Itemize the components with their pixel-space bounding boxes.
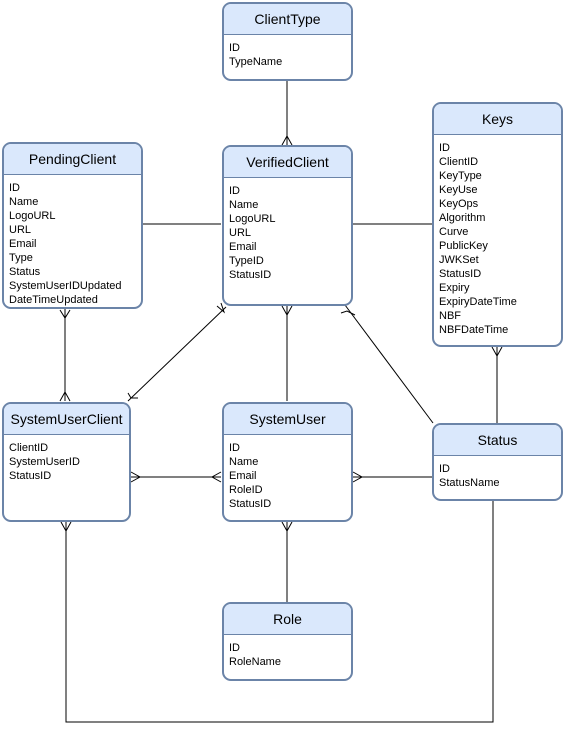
entity-status[interactable]: Status ID StatusName bbox=[432, 423, 563, 501]
entity-field: Algorithm bbox=[439, 212, 486, 224]
entity-field-list: ID StatusName bbox=[434, 456, 561, 490]
crowfoot-marker bbox=[127, 392, 138, 399]
entity-field: PublicKey bbox=[439, 240, 488, 252]
crowfoot-marker bbox=[281, 134, 293, 146]
entity-field: Name bbox=[229, 456, 259, 468]
entity-field-list: ID RoleName bbox=[224, 635, 351, 669]
entity-field-list: ID Name LogoURL URL Email Type Status Sy… bbox=[4, 175, 141, 307]
entity-field: ExpiryDateTime bbox=[439, 296, 517, 308]
entity-field: URL bbox=[9, 224, 32, 236]
entity-field: Name bbox=[9, 196, 39, 208]
entity-field: Name bbox=[229, 199, 259, 211]
entity-field: Email bbox=[229, 241, 257, 253]
edge-verifiedclient-systemuserclient bbox=[127, 306, 227, 402]
entity-field: StatusName bbox=[439, 477, 500, 489]
entity-field: TypeID bbox=[229, 255, 264, 267]
entity-field: TypeName bbox=[229, 56, 283, 68]
crowfoot-marker bbox=[491, 346, 503, 358]
entity-field: NBF bbox=[439, 310, 461, 322]
entity-field: Status bbox=[9, 266, 41, 278]
entity-field: URL bbox=[229, 227, 252, 239]
entity-title: ClientType bbox=[224, 4, 351, 35]
crowfoot-marker bbox=[130, 471, 142, 483]
crowfoot-marker bbox=[60, 521, 72, 533]
entity-field-list: ID Name LogoURL URL Email TypeID StatusI… bbox=[224, 178, 351, 282]
entity-field: Expiry bbox=[439, 282, 470, 294]
entity-title: SystemUserClient bbox=[4, 404, 129, 435]
entity-field: ID bbox=[229, 42, 240, 54]
crowfoot-marker bbox=[281, 521, 293, 533]
entity-field: SystemUserIDUpdated bbox=[9, 280, 122, 292]
crowfoot-marker bbox=[216, 302, 226, 314]
entity-field: ID bbox=[229, 642, 240, 654]
entity-field: Type bbox=[9, 252, 33, 264]
entity-field: JWKSet bbox=[439, 254, 479, 266]
entity-field: Email bbox=[9, 238, 37, 250]
entity-field: KeyType bbox=[439, 170, 482, 182]
entity-keys[interactable]: Keys ID ClientID KeyType KeyUse KeyOps A… bbox=[432, 102, 563, 347]
entity-field: SystemUserID bbox=[9, 456, 80, 468]
entity-title: Role bbox=[224, 604, 351, 635]
entity-title: PendingClient bbox=[4, 144, 141, 175]
entity-verifiedclient[interactable]: VerifiedClient ID Name LogoURL URL Email… bbox=[222, 145, 353, 306]
entity-systemuser[interactable]: SystemUser ID Name Email RoleID StatusID bbox=[222, 402, 353, 522]
entity-field: Email bbox=[229, 470, 257, 482]
entity-field: StatusID bbox=[229, 498, 272, 510]
entity-role[interactable]: Role ID RoleName bbox=[222, 602, 353, 681]
entity-field: RoleName bbox=[229, 656, 281, 668]
entity-title: VerifiedClient bbox=[224, 147, 351, 178]
edge-status-systemuserclient bbox=[65, 501, 494, 723]
entity-field: DateTimeUpdated bbox=[9, 294, 98, 306]
entity-field: ID bbox=[439, 142, 450, 154]
entity-field: ID bbox=[229, 185, 240, 197]
entity-field: StatusID bbox=[9, 470, 52, 482]
entity-field: ClientID bbox=[439, 156, 479, 168]
edge-verifiedclient-status bbox=[344, 304, 434, 424]
entity-field-list: ID TypeName bbox=[224, 35, 351, 69]
entity-title: Status bbox=[434, 425, 561, 456]
entity-field-list: ID ClientID KeyType KeyUse KeyOps Algori… bbox=[434, 135, 561, 337]
entity-field: LogoURL bbox=[229, 213, 276, 225]
crowfoot-marker bbox=[59, 309, 71, 319]
crowfoot-marker bbox=[340, 310, 356, 316]
entity-field: StatusID bbox=[229, 269, 272, 281]
entity-field: ID bbox=[229, 442, 240, 454]
entity-field: ClientID bbox=[9, 442, 49, 454]
crowfoot-marker bbox=[281, 305, 293, 317]
entity-field: ID bbox=[439, 463, 450, 475]
entity-field: StatusID bbox=[439, 268, 482, 280]
entity-field-list: ID Name Email RoleID StatusID bbox=[224, 435, 351, 511]
crowfoot-marker bbox=[210, 471, 222, 483]
entity-field: LogoURL bbox=[9, 210, 56, 222]
entity-field: KeyOps bbox=[439, 198, 479, 210]
entity-field: Curve bbox=[439, 226, 469, 238]
entity-pendingclient[interactable]: PendingClient ID Name LogoURL URL Email … bbox=[2, 142, 143, 309]
entity-field: RoleID bbox=[229, 484, 263, 496]
crowfoot-marker bbox=[59, 390, 71, 402]
entity-clienttype[interactable]: ClientType ID TypeName bbox=[222, 2, 353, 81]
entity-title: SystemUser bbox=[224, 404, 351, 435]
entity-field: ID bbox=[9, 182, 20, 194]
entity-field: KeyUse bbox=[439, 184, 478, 196]
entity-systemuserclient[interactable]: SystemUserClient ClientID SystemUserID S… bbox=[2, 402, 131, 522]
crowfoot-marker bbox=[352, 471, 364, 483]
entity-field: NBFDateTime bbox=[439, 324, 509, 336]
entity-field-list: ClientID SystemUserID StatusID bbox=[4, 435, 129, 483]
entity-title: Keys bbox=[434, 104, 561, 135]
